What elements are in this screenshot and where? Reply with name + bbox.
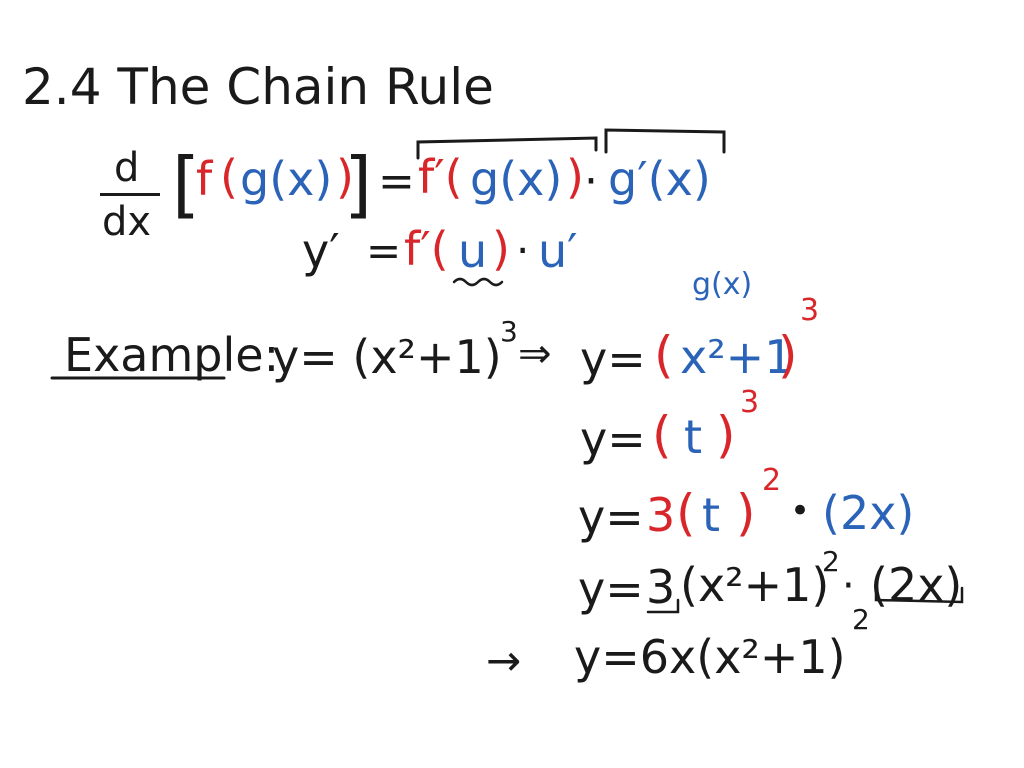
- short-dot: ·: [516, 226, 530, 275]
- outer-function: f: [196, 152, 213, 206]
- outer-open-paren: (: [220, 150, 238, 204]
- example-exponent: 3: [500, 315, 518, 348]
- formula-equals: =: [378, 156, 415, 207]
- inner-derivative: g′(x): [608, 152, 711, 206]
- example-equation: y= (x²+1): [272, 330, 502, 384]
- step3-derivative: (2x): [822, 486, 915, 540]
- step1-open: (: [654, 326, 674, 384]
- step4-rest: (x²+1): [680, 558, 830, 612]
- right-bracket: ]: [344, 142, 373, 226]
- derivative-box-underline: [874, 586, 964, 604]
- step1-annotation: g(x): [692, 267, 753, 302]
- page-title: 2.4 The Chain Rule: [22, 58, 494, 116]
- outer-close-paren: ): [336, 150, 354, 204]
- overbrace-outer-derivative: [416, 136, 598, 160]
- derivative-operator: d dx: [100, 145, 162, 245]
- step4-coefficient: 3: [646, 560, 676, 614]
- step1-close: ): [778, 326, 798, 384]
- short-equals: =: [366, 226, 402, 275]
- derivative-denominator: dx: [102, 199, 152, 245]
- step1-exponent: 3: [800, 293, 820, 328]
- derivative-numerator: d: [114, 145, 140, 191]
- step3-inner: t: [702, 488, 721, 542]
- short-close: ): [492, 222, 510, 276]
- short-outer-derivative: f′(: [404, 222, 449, 276]
- product-dot: ·: [584, 156, 598, 207]
- short-u-prime: u′: [538, 224, 578, 278]
- step3-close: ): [736, 484, 756, 542]
- step2-close: ): [716, 406, 736, 464]
- step4-exponent: 2: [822, 545, 840, 578]
- step3-exponent: 2: [762, 463, 782, 498]
- step1-inner: x²+1: [680, 330, 794, 384]
- short-u: u: [458, 224, 488, 278]
- step4-y: y=: [578, 562, 644, 616]
- implies-arrow: ⇒: [518, 331, 552, 377]
- example-label: Example:: [64, 328, 280, 382]
- result-exponent: 2: [852, 603, 870, 636]
- step2-inner: t: [684, 410, 703, 464]
- u-squiggle-underline: [452, 277, 504, 287]
- coefficient-underline: [646, 598, 680, 614]
- y-prime: y′: [302, 224, 340, 278]
- step3-y: y=: [578, 490, 644, 544]
- overbrace-inner-derivative: [604, 128, 726, 154]
- step4-dot: ·: [842, 563, 855, 609]
- result-arrow: →: [486, 636, 522, 685]
- inner-function-rhs: g(x): [470, 152, 563, 206]
- outer-derivative: f′(: [418, 150, 463, 204]
- step2-y: y=: [580, 412, 646, 466]
- step2-exponent: 3: [740, 385, 760, 420]
- inner-function: g(x): [240, 152, 333, 206]
- step3-coefficient: 3: [646, 488, 676, 542]
- result-equation: y=6x(x²+1): [574, 630, 846, 684]
- step1-y: y=: [580, 332, 646, 386]
- step3-open: (: [676, 484, 696, 542]
- outer-derivative-close: ): [566, 150, 584, 204]
- left-bracket: [: [172, 142, 201, 226]
- step2-open: (: [652, 406, 672, 464]
- step3-dot: •: [790, 491, 811, 531]
- fraction-bar: [100, 193, 160, 196]
